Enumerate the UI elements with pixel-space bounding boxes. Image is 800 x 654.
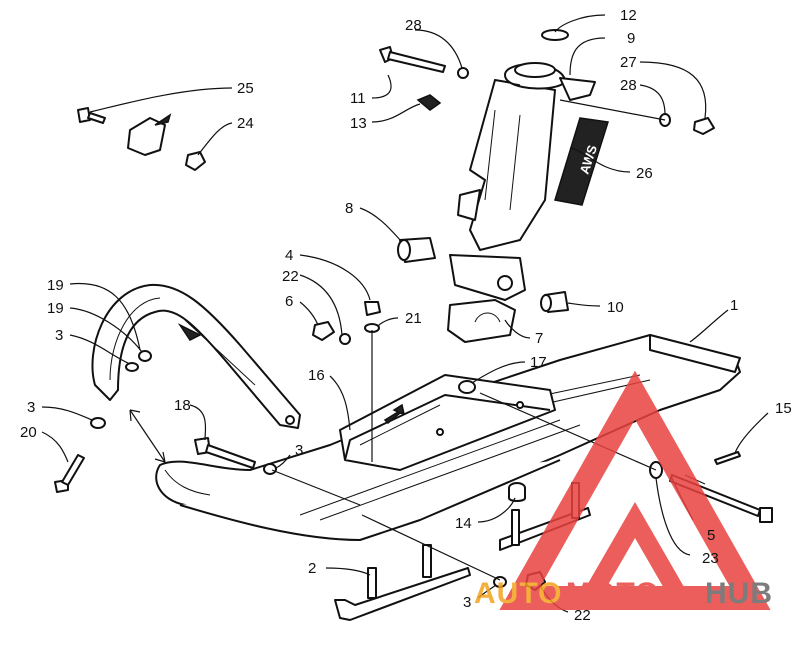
loop-hardware <box>54 350 152 493</box>
saddle-bolt <box>194 437 277 475</box>
watermark-logo: AUTO MOTO HUB <box>474 370 773 610</box>
top-cap <box>541 29 569 41</box>
callout-28b: 28 <box>620 77 637 94</box>
callout-25: 21 <box>405 310 422 327</box>
callout-11: 11 <box>350 90 366 107</box>
watermark-word-auto: AUTO <box>474 577 562 610</box>
callout-3d: 3 <box>463 594 471 611</box>
callout-27: 27 <box>620 54 637 71</box>
callout-9: 9 <box>627 30 635 47</box>
callout-13: 13 <box>350 115 367 132</box>
callout-3b: 3 <box>27 399 35 416</box>
callout-3a: 3 <box>55 327 63 344</box>
ski-loop <box>91 283 301 429</box>
callout-6: 6 <box>285 293 293 310</box>
callout-22a: 22 <box>282 268 299 285</box>
aws-decal: AWS <box>554 117 609 206</box>
callout-10: 10 <box>607 299 624 316</box>
spindle-strut <box>449 62 596 301</box>
right-nut-washer <box>659 113 715 135</box>
callout-12: 12 <box>620 7 637 24</box>
watermark-word-moto: MOTO <box>566 577 659 610</box>
callout-16: 16 <box>308 367 325 384</box>
spindle-bolt <box>379 46 469 79</box>
callout-8: 8 <box>345 200 353 217</box>
callout-5: 5 <box>707 527 715 544</box>
callout-17: 17 <box>530 354 547 371</box>
callout-3c: 3 <box>295 442 303 459</box>
callout-20: 19 <box>47 277 64 294</box>
callout-24: 25 <box>237 80 254 97</box>
ski-saddle <box>339 374 556 471</box>
bushing-left <box>397 237 436 263</box>
front-nuts <box>312 301 381 345</box>
cotter-pin <box>714 451 741 465</box>
spacer-14 <box>508 482 526 502</box>
callout-19a: 19 <box>47 300 64 317</box>
loop-clamp <box>77 107 206 171</box>
callout-28a: 28 <box>405 17 422 34</box>
callout-15: 15 <box>775 400 792 417</box>
callout-2: 2 <box>308 560 316 577</box>
callout-14: 14 <box>455 515 472 532</box>
leader-lines <box>41 14 769 613</box>
callout-22b: 23 <box>702 550 719 567</box>
callout-7: 7 <box>535 330 543 347</box>
rubber-block <box>447 299 516 343</box>
callout-labels: 28 12 9 27 28 11 13 25 24 26 8 4 22 6 21… <box>20 7 792 624</box>
watermark-word-hub: HUB <box>705 577 773 610</box>
callout-23: 24 <box>237 115 254 132</box>
callout-4: 4 <box>285 247 293 264</box>
wear-bar-front <box>334 544 471 621</box>
callout-26: 26 <box>636 165 653 182</box>
saddle-washer <box>458 380 476 394</box>
callout-19b: 22 <box>574 607 591 624</box>
callout-18: 18 <box>174 397 191 414</box>
grease-fitting <box>416 94 442 111</box>
bushing-right <box>540 291 569 313</box>
callout-21: 20 <box>20 424 37 441</box>
callout-1: 1 <box>730 297 738 314</box>
